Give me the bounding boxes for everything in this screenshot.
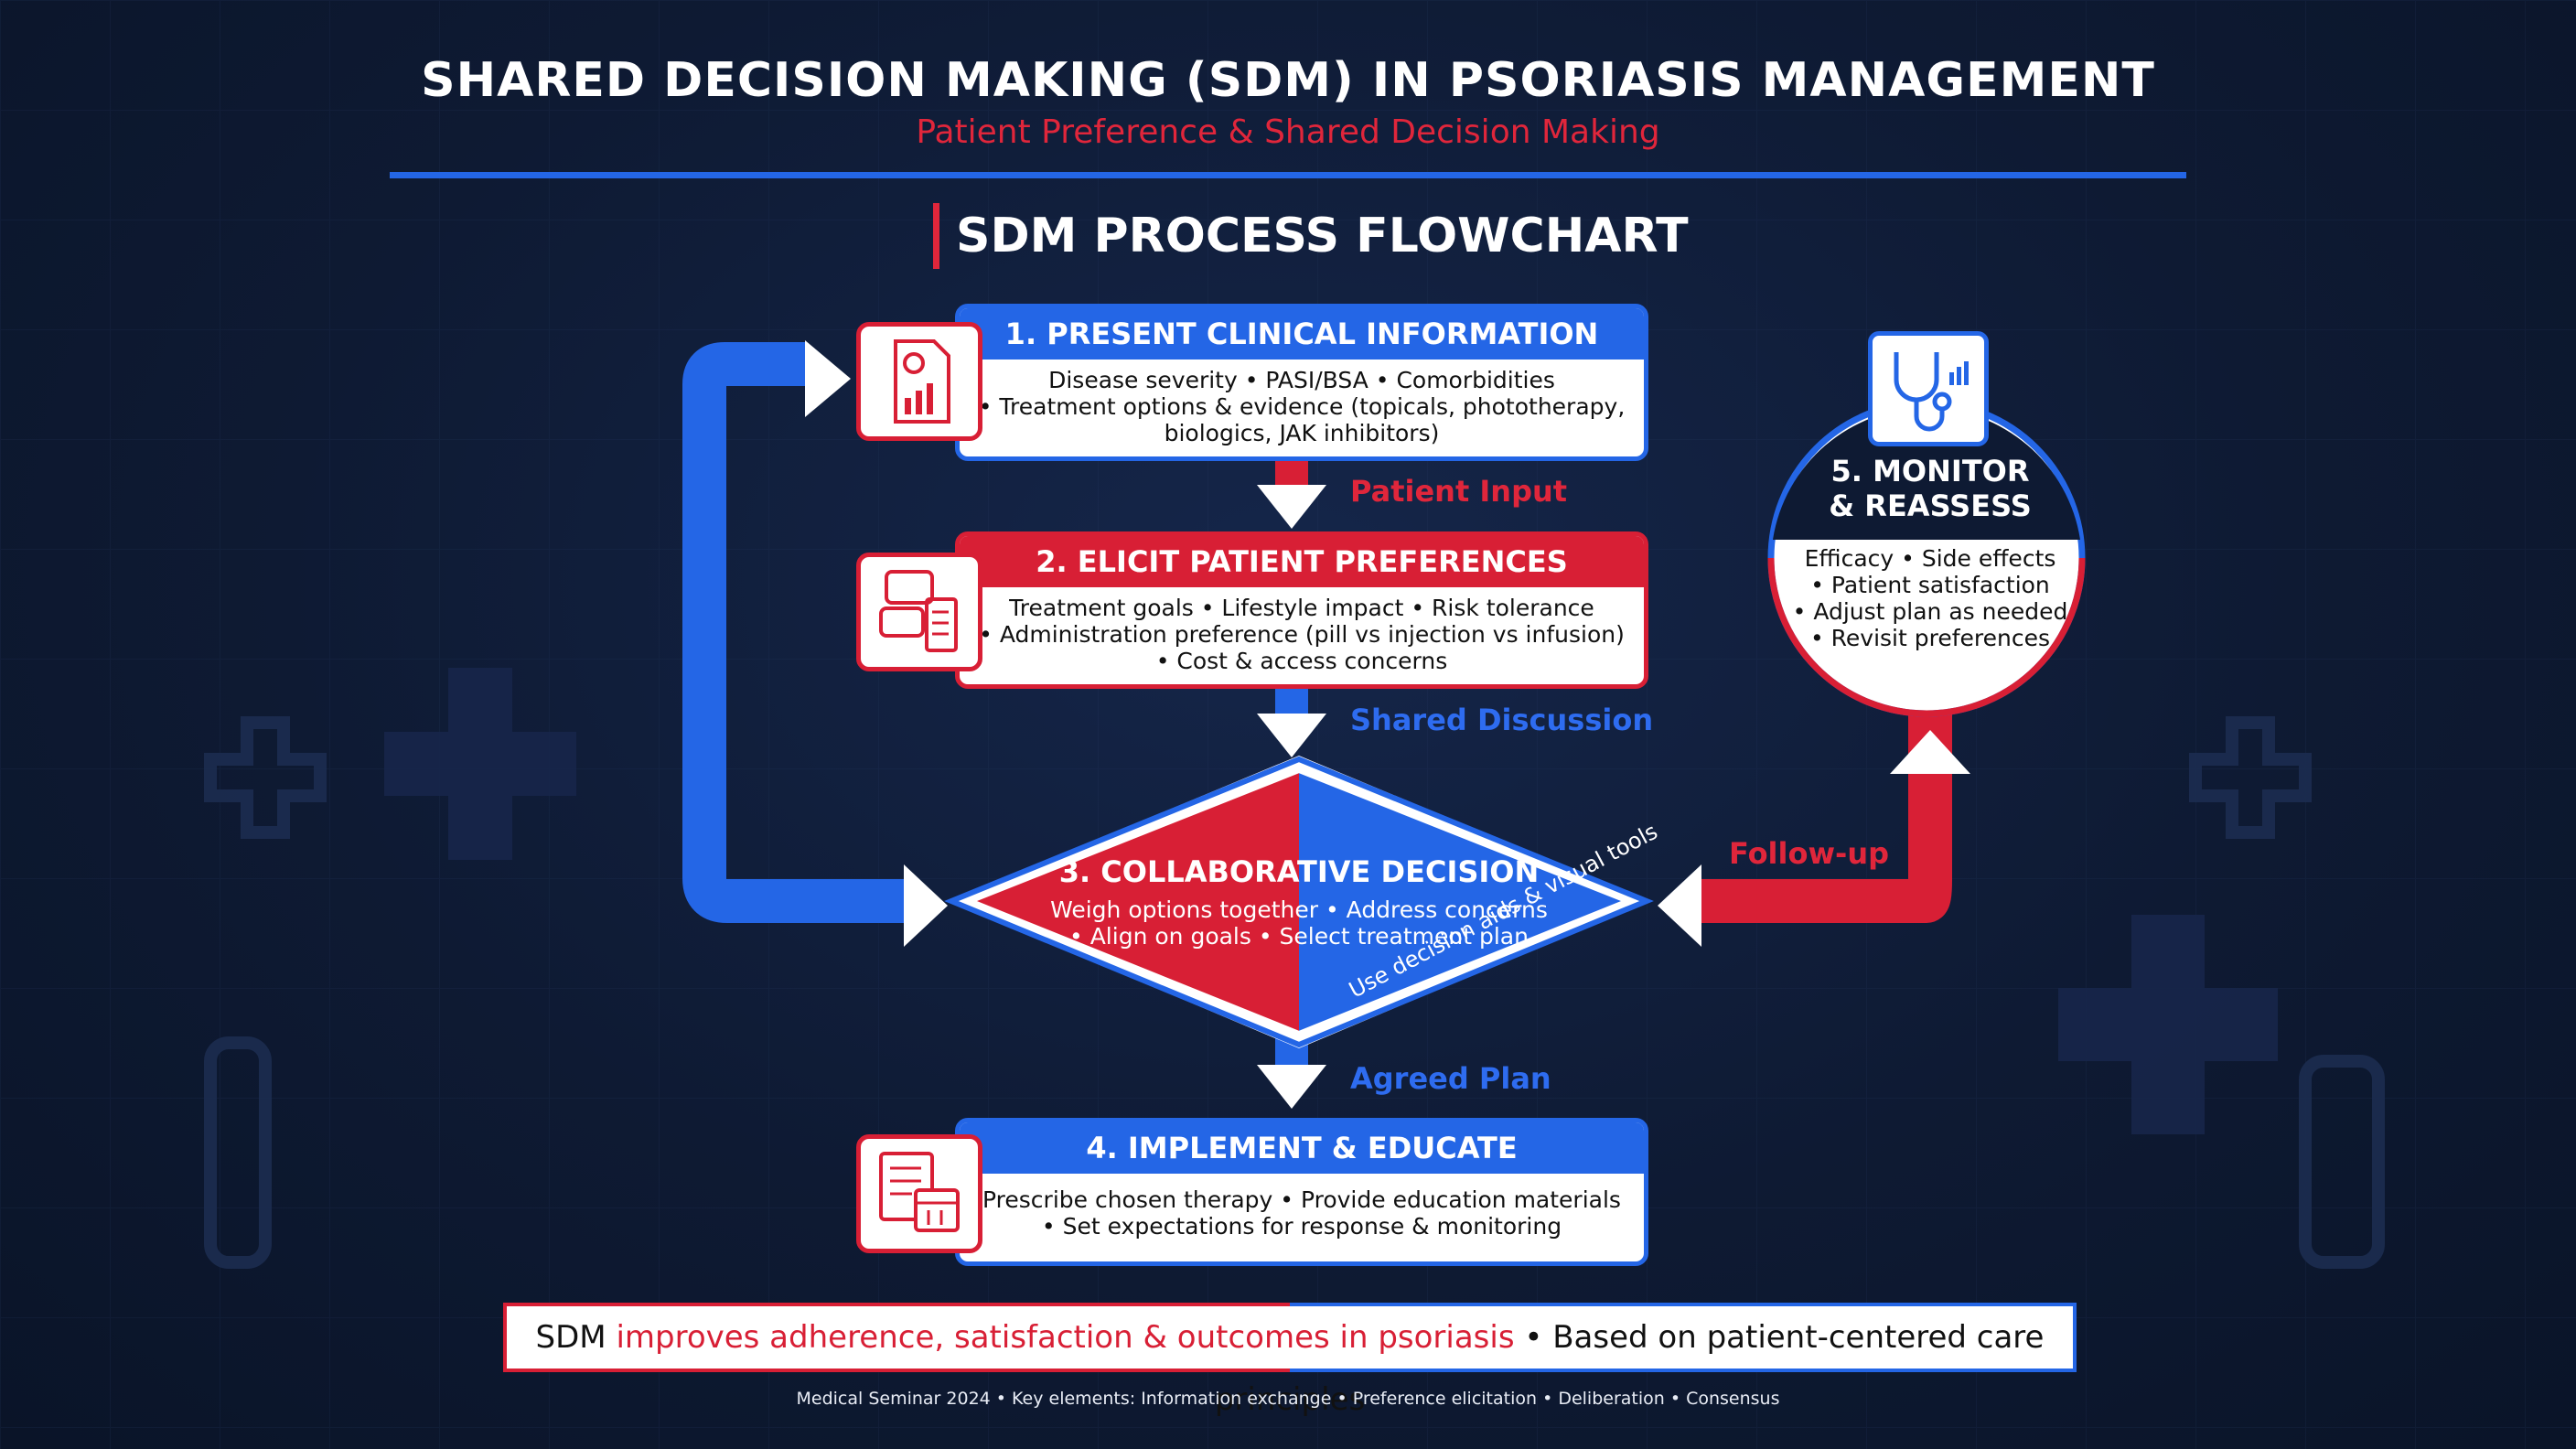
step-3-body: Weigh options together • Address concern… (1006, 896, 1592, 950)
chat-checklist-icon (856, 553, 982, 671)
patient-input-label: Patient Input (1350, 474, 1568, 509)
step-2-title: 2. ELICIT PATIENT PREFERENCES (960, 536, 1644, 587)
step-5-title: 5. MONITOR & REASSESS (1775, 454, 2086, 523)
footer-note: Medical Seminar 2024 • Key elements: Inf… (796, 1389, 1780, 1409)
step-1-line-3: biologics, JAK inhibitors) (1164, 420, 1440, 446)
banner-highlight: improves adherence, satisfaction & outco… (616, 1319, 1515, 1356)
summary-banner: SDM improves adherence, satisfaction & o… (503, 1303, 2077, 1418)
step-1-box: 1. PRESENT CLINICAL INFORMATION Disease … (955, 304, 1648, 461)
step-5-line-2: • Patient satisfaction (1810, 572, 2050, 598)
banner-prefix: SDM (535, 1319, 617, 1356)
page-title: SHARED DECISION MAKING (SDM) IN PSORIASI… (421, 53, 2155, 108)
follow-up-label: Follow-up (1729, 836, 1889, 871)
stethoscope-chart-icon (1868, 331, 1989, 446)
page-subtitle: Patient Preference & Shared Decision Mak… (916, 113, 1660, 151)
step-5-title-line-2: & REASSESS (1829, 488, 2032, 523)
document-chart-icon (856, 322, 982, 441)
step-2-line-1: Treatment goals • Lifestyle impact • Ris… (1009, 595, 1594, 621)
step-3-line-1: Weigh options together • Address concern… (1050, 896, 1548, 923)
step-5-line-1: Efficacy • Side effects (1804, 545, 2056, 572)
step-4-line-1: Prescribe chosen therapy • Provide educa… (982, 1186, 1621, 1213)
step-5-body: Efficacy • Side effects • Patient satisf… (1775, 545, 2086, 651)
banner-suffix: • Based on patient-centered care princip… (1214, 1319, 2045, 1418)
document-calendar-icon (856, 1134, 982, 1253)
title-divider (390, 172, 2186, 178)
step-1-line-2: • Treatment options & evidence (topicals… (978, 393, 1626, 420)
shared-discussion-label: Shared Discussion (1350, 703, 1654, 737)
step-2-box: 2. ELICIT PATIENT PREFERENCES Treatment … (955, 531, 1648, 689)
step-5-title-line-1: 5. MONITOR (1830, 454, 2030, 488)
step-3-line-2: • Align on goals • Select treatment plan (1069, 923, 1529, 950)
step-5-line-3: • Adjust plan as needed (1792, 598, 2068, 625)
step-4-title: 4. IMPLEMENT & EDUCATE (960, 1122, 1644, 1174)
step-3-title: 3. COLLABORATIVE DECISION (1058, 854, 1540, 889)
step-5-line-4: • Revisit preferences (1809, 625, 2051, 651)
step-2-line-3: • Cost & access concerns (1155, 648, 1448, 674)
agreed-plan-label: Agreed Plan (1350, 1061, 1551, 1096)
step-4-line-2: • Set expectations for response & monito… (1041, 1213, 1562, 1240)
step-1-line-1: Disease severity • PASI/BSA • Comorbidit… (1048, 367, 1555, 393)
step-4-box: 4. IMPLEMENT & EDUCATE Prescribe chosen … (955, 1118, 1648, 1266)
step-2-line-2: • Administration preference (pill vs inj… (979, 621, 1625, 648)
step-1-title: 1. PRESENT CLINICAL INFORMATION (960, 308, 1644, 360)
section-title: SDM PROCESS FLOWCHART (933, 203, 1689, 269)
